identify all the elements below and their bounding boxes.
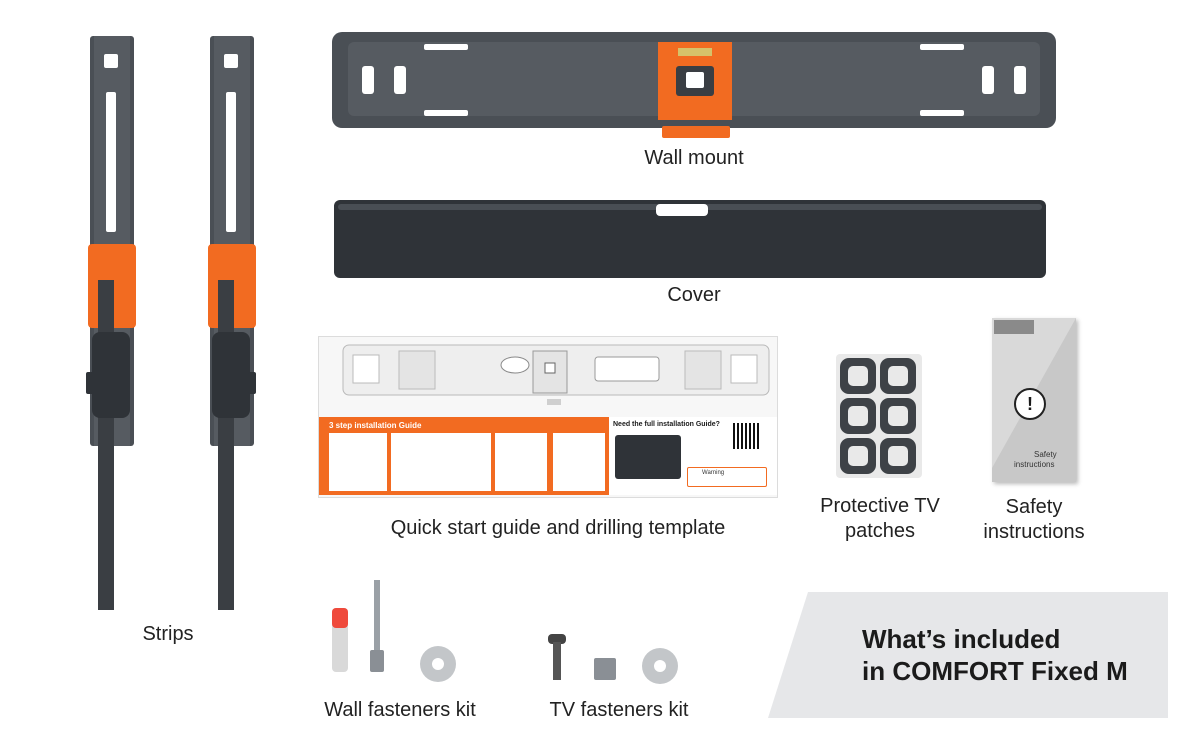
- tv-fasteners-label: TV fasteners kit: [549, 699, 689, 721]
- headline-line2: in COMFORT Fixed M: [862, 656, 1128, 686]
- strips-label: Strips: [142, 623, 194, 645]
- tablet-image: [615, 435, 681, 479]
- wall-mount-label: Wall mount: [644, 147, 744, 169]
- warning-exclaim: !: [1027, 394, 1033, 414]
- wall-mount-image: [332, 32, 1056, 138]
- guide-step-1: [329, 433, 387, 491]
- guide-orange-panel: 3 step installation Guide: [319, 417, 609, 495]
- guide-right-title: Need the full installation Guide?: [613, 421, 720, 428]
- protective-patches-image: [836, 354, 922, 478]
- patches-label-line2: patches: [844, 520, 916, 542]
- qr-code-image: [733, 423, 759, 449]
- booklet-title-line2: instructions: [1014, 460, 1055, 469]
- headline-line1: What’s included: [862, 624, 1061, 654]
- guide-notice-text: Warning: [702, 470, 725, 476]
- quick-start-label: Quick start guide and drilling template: [390, 517, 726, 539]
- guide-right-panel: Need the full installation Guide? Warnin…: [609, 417, 777, 495]
- safety-label-line1: Safety: [1005, 496, 1063, 518]
- tv-fasteners-image: [548, 634, 678, 684]
- cover-image: [334, 200, 1046, 278]
- booklet-title-line1: Safety: [1034, 450, 1057, 459]
- guide-step-4: [553, 433, 605, 491]
- strip-right: [208, 36, 256, 610]
- warning-icon: !: [1014, 388, 1046, 420]
- guide-step-2: [391, 433, 491, 491]
- guide-notice-box: Warning: [687, 467, 767, 487]
- cover-label: Cover: [667, 284, 721, 306]
- guide-left-title: 3 step installation Guide: [329, 421, 422, 430]
- headline-panel: [768, 592, 1168, 718]
- wall-fasteners-label: Wall fasteners kit: [324, 699, 476, 721]
- strip-left: [86, 36, 136, 610]
- drilling-template-outline: [342, 344, 770, 405]
- wall-fasteners-image: [332, 580, 456, 682]
- safety-label-line2: instructions: [983, 521, 1085, 543]
- patches-label-line1: Protective TV: [820, 495, 940, 517]
- safety-booklet-image: ! Safety instructions: [992, 318, 1076, 482]
- guide-step-3: [495, 433, 547, 491]
- quick-start-guide-image: 3 step installation Guide Need the full …: [318, 336, 778, 498]
